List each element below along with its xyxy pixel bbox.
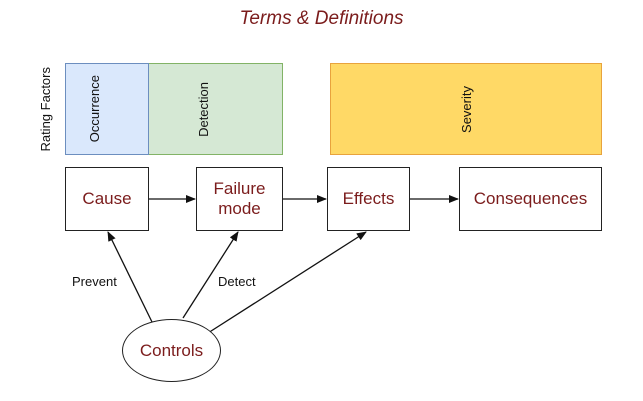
occurrence-band: Occurrence (65, 63, 149, 155)
failure-mode-label-line2: mode (218, 199, 261, 218)
consequences-node: Consequences (459, 167, 602, 231)
controls-node: Controls (122, 319, 221, 382)
prevent-label: Prevent (72, 274, 117, 289)
arrow-controls-to-effects (207, 231, 367, 334)
detection-band: Detection (123, 63, 283, 155)
severity-band: Severity (330, 63, 602, 155)
arrow-controls-to-failure-mode (182, 231, 239, 319)
cause-node: Cause (65, 167, 149, 231)
cause-label: Cause (82, 189, 132, 208)
diagram-title: Terms & Definitions (239, 8, 404, 29)
effects-label: Effects (342, 189, 395, 208)
failure-mode-node: Failure mode (196, 167, 283, 231)
arrow-controls-to-cause (107, 231, 153, 323)
controls-label: Controls (139, 340, 204, 360)
failure-mode-label-line1: Failure (213, 179, 266, 198)
effects-node: Effects (327, 167, 410, 231)
detect-label: Detect (218, 274, 256, 289)
consequences-label: Consequences (473, 189, 588, 208)
